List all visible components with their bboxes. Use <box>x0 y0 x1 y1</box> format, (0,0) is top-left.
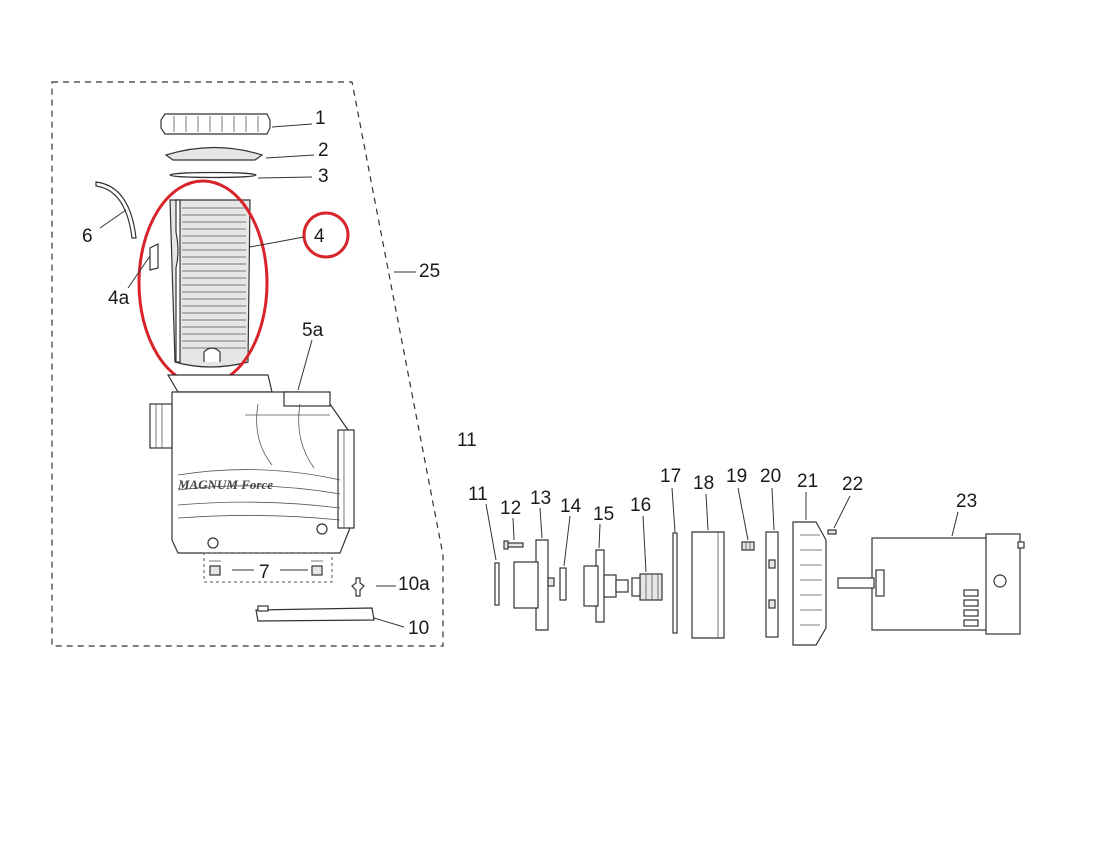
label-18: 18 <box>693 473 714 494</box>
part-16-seal <box>631 573 663 601</box>
label-14: 14 <box>560 496 582 517</box>
part-19-screw <box>741 541 755 551</box>
part-20-adapter <box>765 531 779 638</box>
part-10-base <box>255 605 375 622</box>
label-4a: 4a <box>108 288 130 309</box>
label-25: 25 <box>419 261 440 282</box>
part-21-bracket <box>792 521 827 646</box>
label-20: 20 <box>760 466 781 487</box>
part-10a-clip <box>351 577 365 597</box>
highlight-label-4-circle <box>302 211 350 259</box>
part-12-screw <box>503 540 524 550</box>
label-22: 22 <box>842 474 863 495</box>
part-4-strainer-basket <box>149 199 251 368</box>
part-11-gasket <box>494 562 500 606</box>
label-5a: 5a <box>302 320 324 341</box>
label-10a: 10a <box>398 574 430 595</box>
label-1: 1 <box>315 108 326 129</box>
part-3-o-ring <box>169 171 257 179</box>
label-2: 2 <box>318 140 329 161</box>
label-6: 6 <box>82 226 93 247</box>
part-17-o-ring <box>672 532 678 634</box>
label-19: 19 <box>726 466 747 487</box>
label-23: 23 <box>956 491 977 512</box>
label-10: 10 <box>408 618 429 639</box>
label-4: 4 <box>314 226 325 247</box>
part-22-screw <box>827 529 837 535</box>
brand-logo-text: MAGNUM Force <box>177 477 273 492</box>
label-16: 16 <box>630 495 651 516</box>
label-12: 12 <box>500 498 521 519</box>
part-23-motor <box>837 533 1025 635</box>
part-14-ring <box>559 567 567 601</box>
assembly-25-boundary <box>51 81 444 647</box>
label-17: 17 <box>660 466 681 487</box>
part-7-drain-plugs <box>209 560 323 576</box>
label-13: 13 <box>530 488 551 509</box>
part-2-lid <box>164 146 264 161</box>
part-13-seal-plate <box>513 539 555 631</box>
part-6-lid-tube <box>95 181 137 239</box>
label-11-top: 11 <box>457 430 477 451</box>
part-1-lid-ring <box>160 113 271 135</box>
part-18-diffuser <box>691 531 725 639</box>
label-11: 11 <box>468 484 488 505</box>
pump-housing: MAGNUM Force <box>149 374 355 554</box>
label-21: 21 <box>797 471 818 492</box>
part-15-impeller <box>583 549 629 623</box>
leader-lines <box>99 123 959 628</box>
label-15: 15 <box>593 504 614 525</box>
label-3: 3 <box>318 166 329 187</box>
label-7: 7 <box>259 562 270 583</box>
